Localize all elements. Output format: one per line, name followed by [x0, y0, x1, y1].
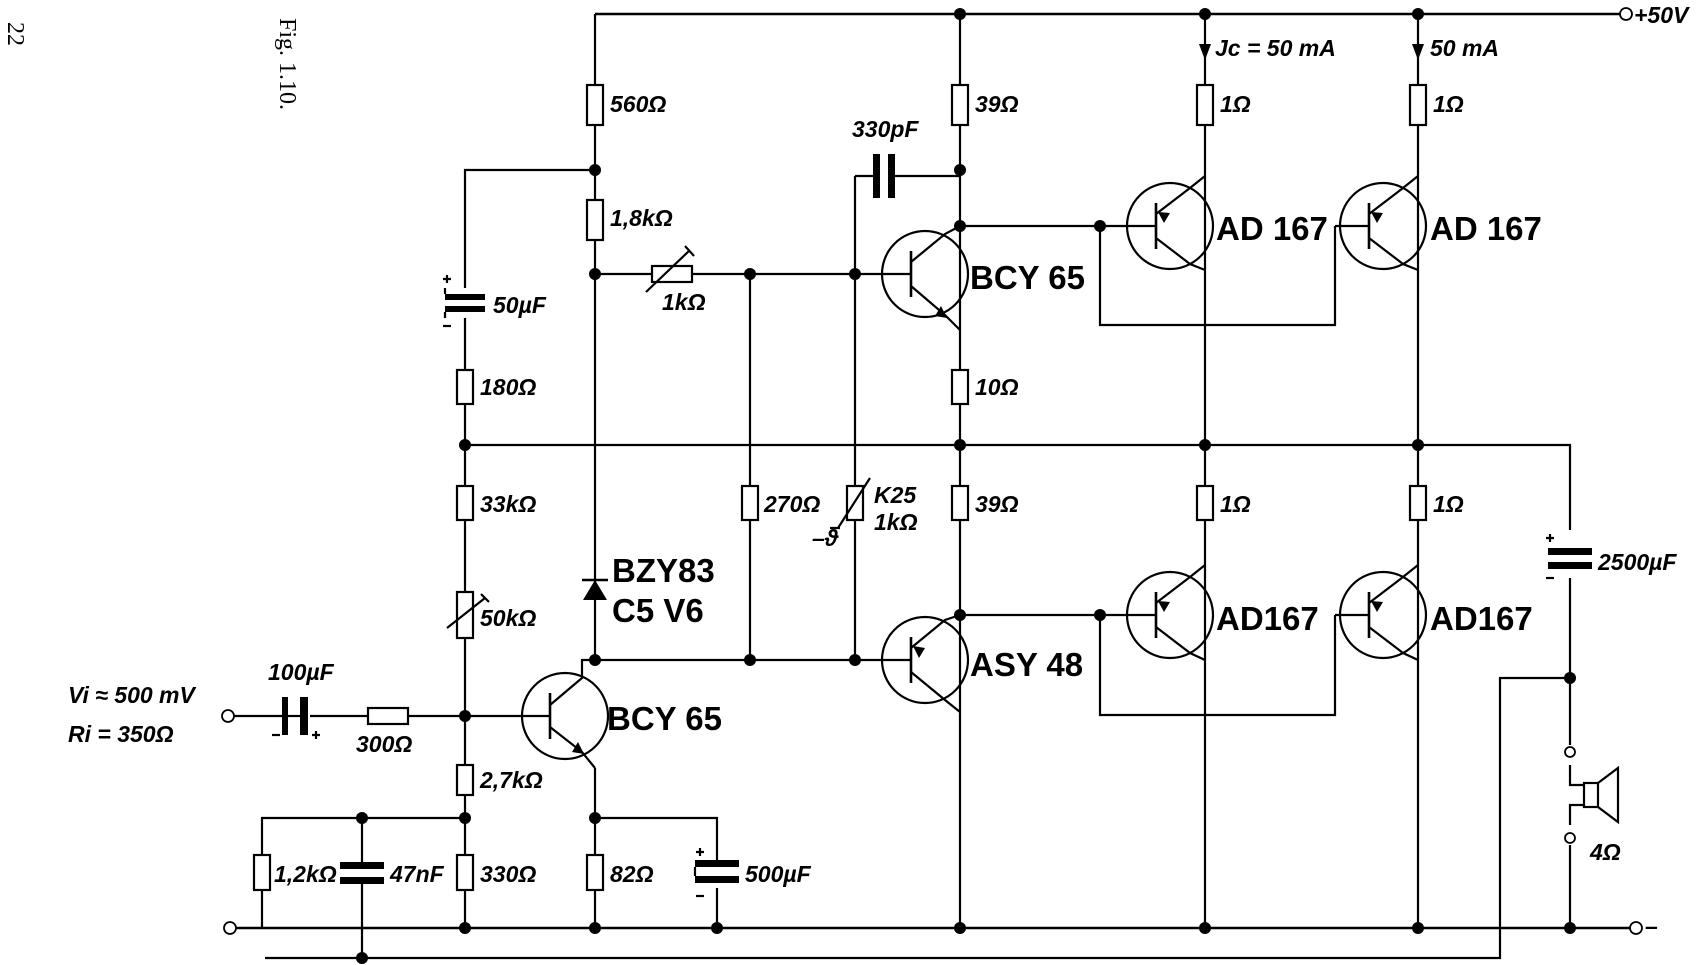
resistor-82 [585, 853, 605, 892]
label-zener-line1: BZY83 [612, 552, 715, 589]
label-r560: 560Ω [610, 91, 666, 117]
label-q5: AD 167 [1430, 210, 1542, 247]
label-r300: 300Ω [356, 731, 412, 757]
label-r1-b: 1Ω [1433, 91, 1464, 117]
label-r180: 180Ω [480, 374, 536, 400]
resistor-300 [366, 706, 410, 726]
resistor-1-b [1408, 83, 1428, 127]
transistor-q4 [1100, 175, 1215, 272]
label-r10: 10Ω [975, 374, 1019, 400]
label-q6: AD167 [1216, 600, 1319, 637]
label-50ma: 50 mA [1430, 35, 1499, 61]
resistor-1k8 [585, 198, 605, 242]
label-ntc-name: K25 [874, 482, 917, 508]
label-speaker: 4Ω [1589, 839, 1621, 865]
terminal-plus50v [1619, 7, 1633, 21]
label-c50u: 50µF [493, 292, 547, 318]
label-q4: AD 167 [1216, 210, 1328, 247]
label-ntc-value: 1kΩ [874, 509, 918, 535]
label-c330p: 330pF [852, 116, 919, 142]
resistor-39-top [950, 83, 970, 127]
resistor-1k2 [252, 853, 272, 892]
resistor-330 [455, 853, 475, 892]
label-q3: ASY 48 [970, 646, 1083, 683]
label-r1-c: 1Ω [1220, 491, 1251, 517]
capacitor-100u [272, 697, 320, 739]
transistor-q7 [1335, 564, 1428, 661]
label-ri: Ri = 350Ω [68, 721, 174, 747]
transistors [520, 175, 1428, 769]
resistor-270 [740, 484, 760, 522]
capacitor-2500u [1546, 534, 1592, 580]
ntc-arrow [830, 477, 871, 530]
trim-arrow-50k [446, 593, 490, 629]
terminal-ground-left [223, 921, 237, 935]
resistor-1-d [1408, 484, 1428, 522]
resistor-1-a [1195, 83, 1215, 127]
resistor-10 [950, 368, 970, 406]
terminal-input [221, 709, 235, 723]
current-arrow-jc [1199, 44, 1211, 60]
capacitor-50u [443, 275, 485, 328]
capacitors [272, 154, 1592, 898]
label-ntc-symbol: –ϑ [812, 525, 840, 551]
label-r39-top: 39Ω [975, 91, 1019, 117]
label-r39-bot: 39Ω [975, 491, 1019, 517]
trim-arrow-1k [645, 245, 695, 293]
label-r1k-pot: 1kΩ [662, 289, 706, 315]
label-r50k: 50kΩ [480, 605, 536, 631]
label-q1: BCY 65 [607, 700, 722, 737]
label-r270: 270Ω [763, 491, 820, 517]
label-r330: 330Ω [480, 861, 536, 887]
transistor-q2 [855, 225, 970, 331]
label-r1-d: 1Ω [1433, 491, 1464, 517]
label-q7: AD167 [1430, 600, 1533, 637]
label-r1k8: 1,8kΩ [610, 205, 673, 231]
label-minus: – [1645, 913, 1658, 939]
resistor-39-bot [950, 484, 970, 522]
capacitor-330p [873, 154, 895, 198]
label-r1k2: 1,2kΩ [274, 861, 337, 887]
terminal-minus [1629, 921, 1643, 935]
capacitor-500u [693, 848, 739, 898]
label-c500u: 500µF [745, 861, 812, 887]
transistor-q1 [520, 658, 610, 769]
capacitor-47n [340, 862, 384, 884]
resistor-33k [455, 484, 475, 522]
resistor-180 [455, 368, 475, 406]
transistor-q3 [855, 613, 970, 713]
label-plus50v: +50V [1634, 2, 1690, 28]
resistor-1-c [1195, 484, 1215, 522]
wires [232, 12, 1630, 960]
resistors [252, 83, 1428, 892]
label-c100u: 100µF [268, 659, 335, 685]
label-c47n: 47nF [389, 861, 445, 887]
current-arrow-2 [1412, 44, 1424, 60]
label-r33k: 33kΩ [480, 491, 536, 517]
transistor-q6 [1100, 564, 1215, 661]
resistor-2k7 [455, 763, 475, 797]
resistor-560 [585, 83, 605, 127]
label-jc: Jc = 50 mA [1215, 35, 1336, 61]
label-c2500u: 2500µF [1597, 549, 1677, 575]
page-number: 22 [2, 22, 28, 46]
zener-diode [582, 578, 608, 600]
speaker-icon [1564, 746, 1620, 844]
transistor-q5 [1335, 175, 1428, 272]
label-r82: 82Ω [610, 861, 654, 887]
label-q2: BCY 65 [970, 259, 1085, 296]
label-vi: Vi ≈ 500 mV [68, 682, 196, 708]
label-r1-a: 1Ω [1220, 91, 1251, 117]
figure-label: Fig. 1.10. [274, 18, 300, 110]
label-zener-line2: C5 V6 [612, 592, 704, 629]
junctions [356, 8, 1576, 964]
label-r2k7: 2,7kΩ [479, 767, 543, 793]
